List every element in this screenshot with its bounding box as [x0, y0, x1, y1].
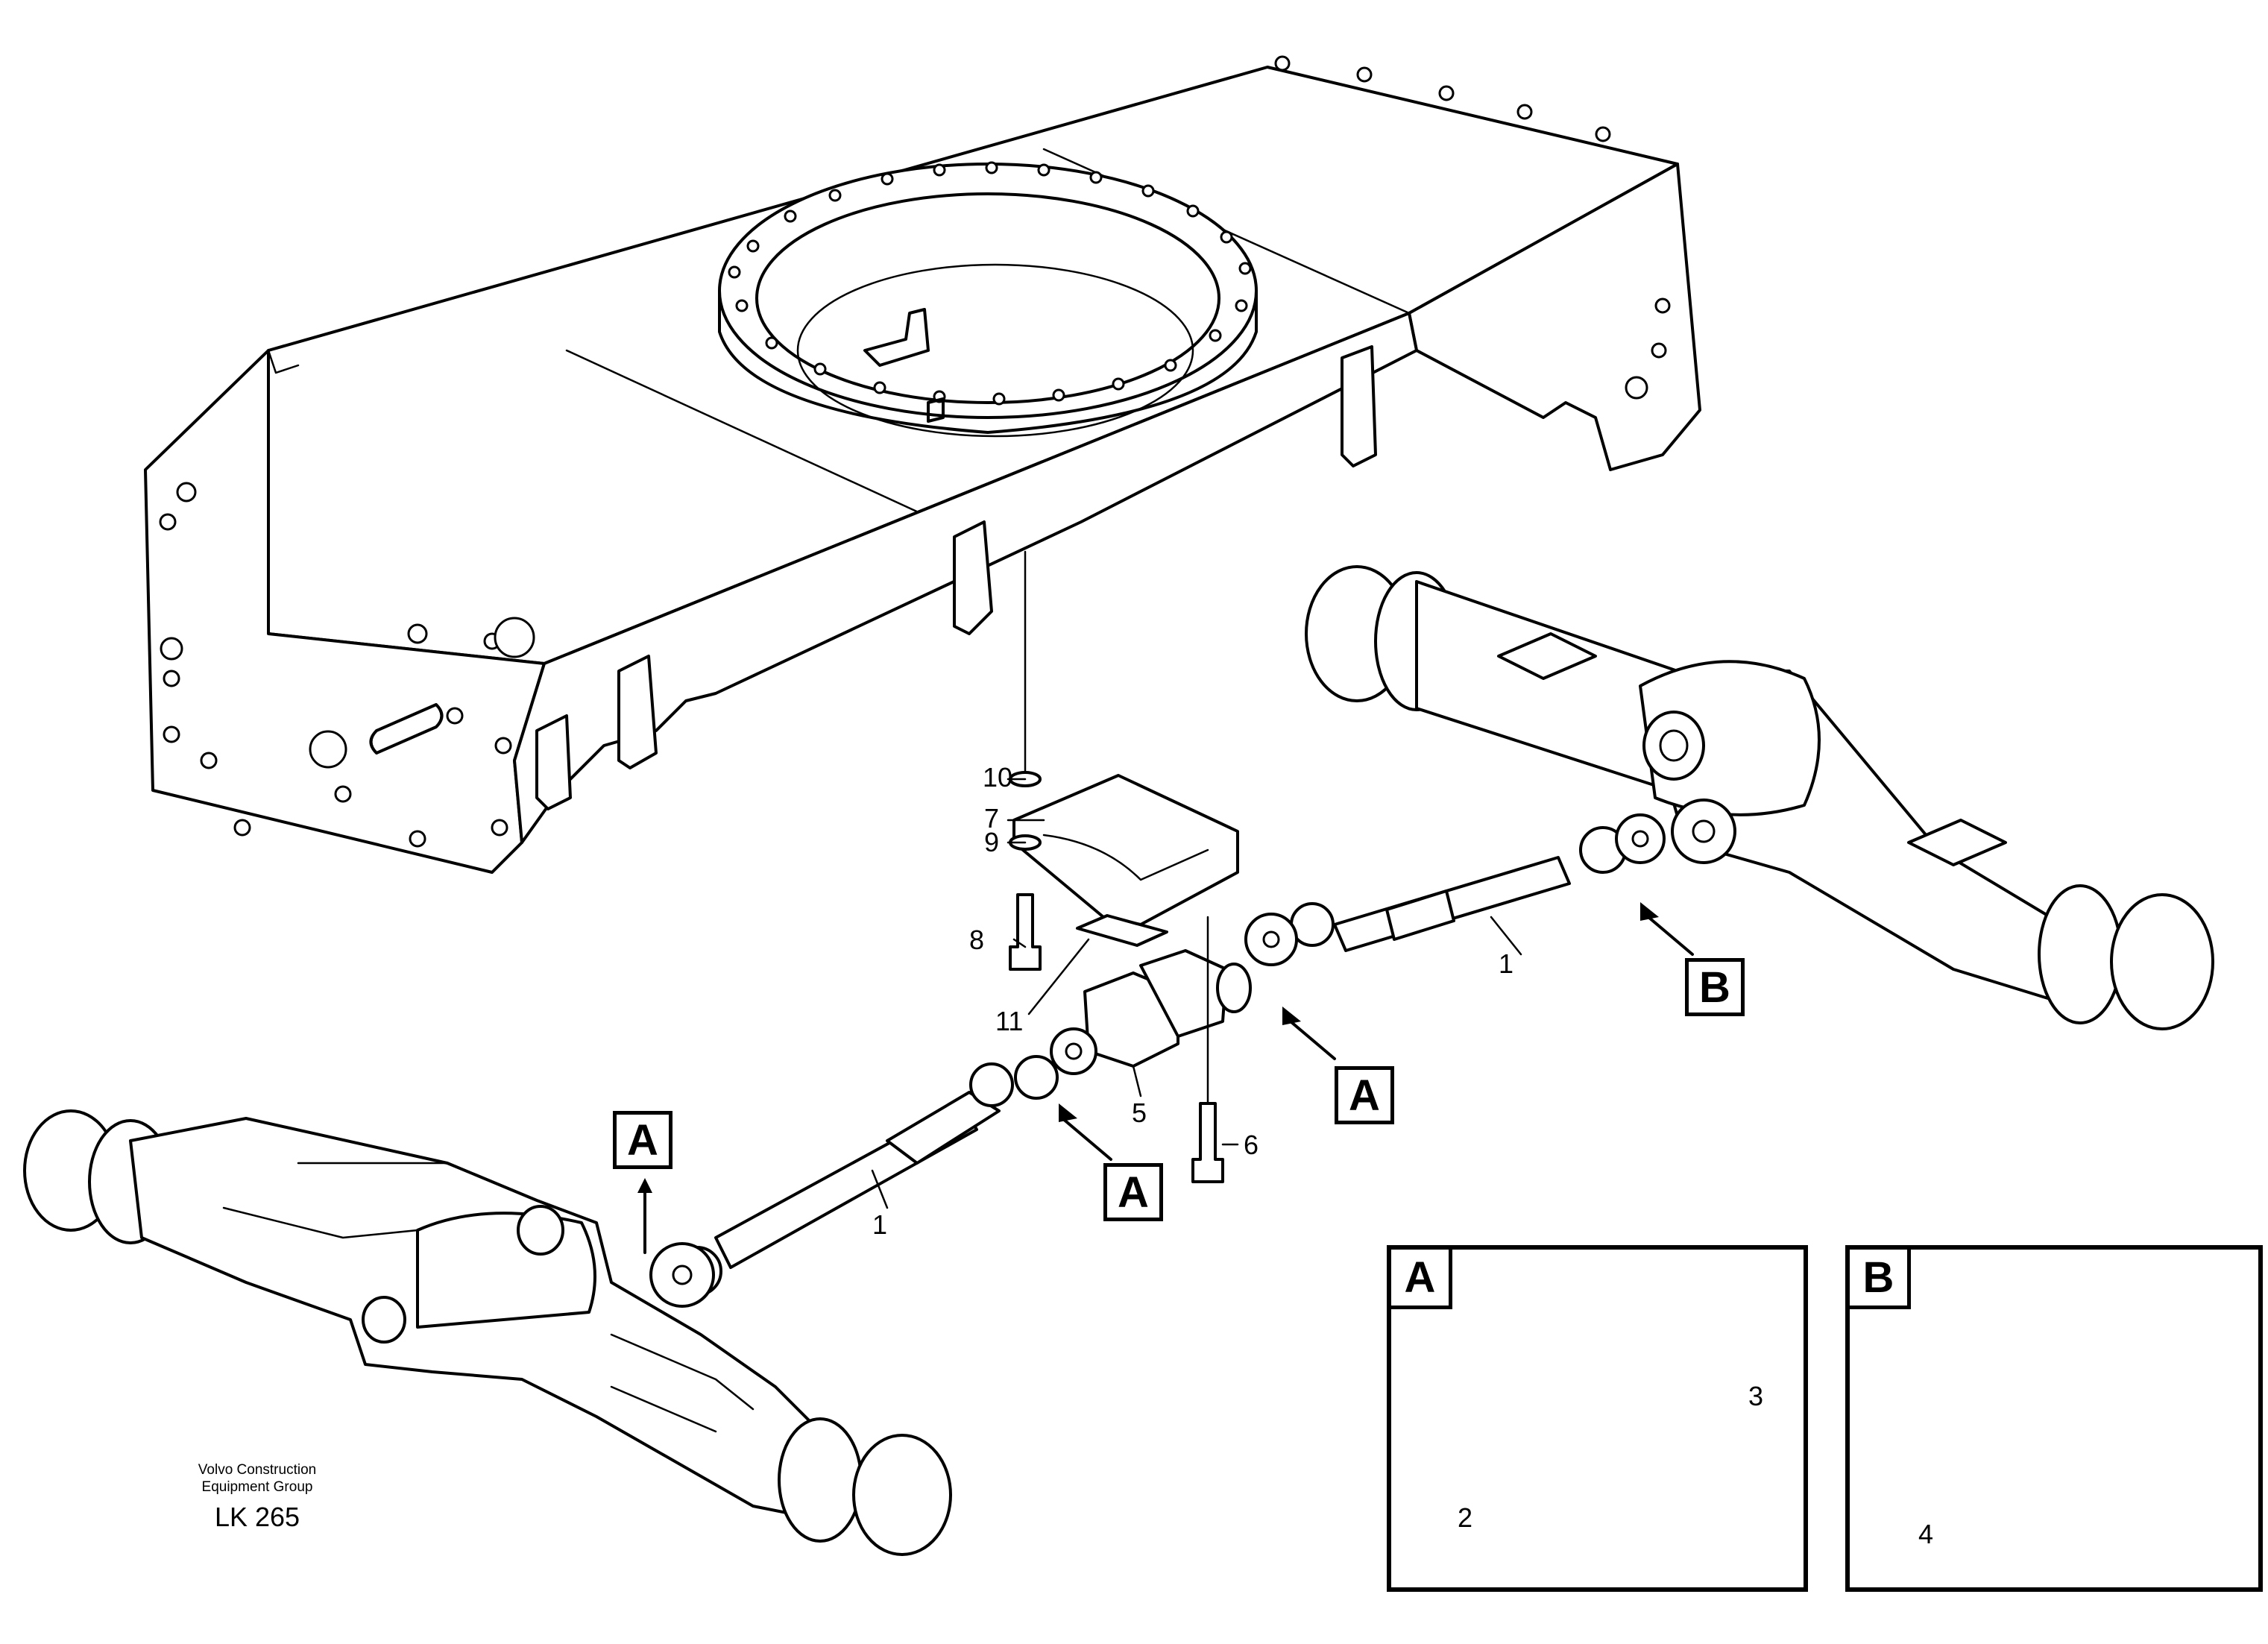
centre-bearing-group [1009, 771, 1252, 1183]
section-ref-b-rear: B [1685, 958, 1745, 1016]
reference-arrows [637, 902, 1694, 1254]
bracket-7-shape [1012, 774, 1239, 926]
detail-panel-a: A [1387, 1245, 1808, 1592]
bolt-6-shape [1191, 1102, 1224, 1183]
footer-line-1: Volvo Construction [198, 1462, 317, 1478]
shim-11-shape [1076, 914, 1168, 947]
callout-9: 9 [984, 827, 1000, 857]
callout-7: 7 [984, 803, 1000, 834]
callout-6: 6 [1244, 1130, 1259, 1160]
propeller-shaft-front [649, 1055, 1059, 1308]
detail-b-callout-4: 4 [1918, 1519, 1934, 1549]
detail-a-tag: A [1391, 1250, 1452, 1309]
callout-8: 8 [969, 925, 985, 955]
propeller-shaft-rear [1244, 813, 1666, 966]
callout-10: 10 [983, 762, 1013, 793]
bolt-8-shape [1009, 893, 1042, 971]
illustration-code: LK 265 [214, 1502, 300, 1532]
detail-a-callout-2: 2 [1458, 1502, 1473, 1533]
rear-axle [1305, 565, 2214, 1030]
section-ref-a-centre-lower: A [1103, 1163, 1163, 1221]
turntable-ring [718, 161, 1258, 438]
callout-11: 11 [995, 1006, 1024, 1036]
callout-leaders [871, 778, 1522, 1209]
detail-panel-b: B [1845, 1245, 2263, 1592]
callout-5: 5 [1132, 1097, 1147, 1128]
section-ref-a-front: A [613, 1111, 672, 1169]
publisher-footer: Volvo Construction Equipment Group LK 26… [145, 1461, 369, 1533]
front-axle [23, 1109, 952, 1556]
detail-a-callout-3: 3 [1748, 1381, 1764, 1411]
callout-1-front-shaft: 1 [872, 1209, 888, 1240]
footer-line-2: Equipment Group [201, 1479, 313, 1495]
section-ref-a-centre-right: A [1335, 1066, 1394, 1124]
callout-1-rear-shaft: 1 [1499, 948, 1514, 979]
detail-b-tag: B [1850, 1250, 1911, 1309]
